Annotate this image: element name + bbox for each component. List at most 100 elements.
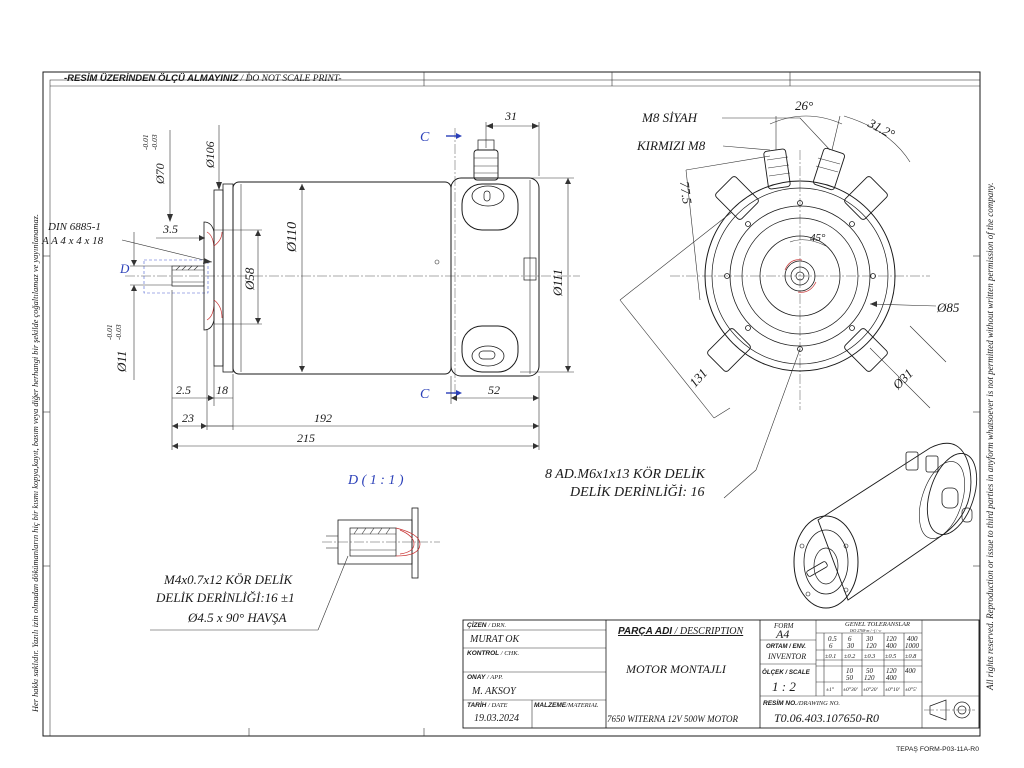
svg-text:±1°: ±1° [826,686,835,693]
detail-note-line1: M4x0.7x12 KÖR DELİK [163,572,294,587]
hole-note-line1: 8 AD.M6x1x13 KÖR DELİK [545,465,706,482]
terminal-boss-bottom [461,325,519,373]
svg-text:30: 30 [865,635,874,643]
tol-row-5: 50 120 400 [846,674,897,682]
dim-77-5: 77.5 [677,180,695,205]
dim-215: 215 [297,431,315,445]
svg-text:400: 400 [886,642,897,650]
description-bottom: 7650 WITERNA 12V 500W MOTOR [607,714,739,724]
tol-row-2: 6 30 120 400 1000 [829,642,920,650]
form-label: FORM [773,622,795,630]
terminal-stud-red [763,148,791,190]
svg-text:6: 6 [848,635,852,643]
drawn-label: ÇİZEN / DRN. [467,621,507,629]
dim-192: 192 [314,411,332,425]
env-value: INVENTOR [767,652,806,661]
tol-grid [816,620,923,696]
svg-text:50: 50 [866,667,874,675]
drawing-no-value: T0.06.403.107650-R0 [774,711,879,725]
front-flange-plate [213,189,224,367]
svg-text:10: 10 [846,667,854,675]
angle-26: 26° [795,98,813,113]
label-m8-black: M8 SİYAH [641,110,698,125]
left-copyright-note: Her hakkı saklıdır. Yazılı izin olmadan … [31,214,40,713]
approve-value: M. AKSOY [471,686,517,697]
tol-row-6: ±1° ±0°30' ±0°20' ±0°10' ±0°5' [826,686,918,693]
svg-text:±0.5: ±0.5 [885,653,896,660]
svg-text:120: 120 [866,642,877,650]
drawn-value: MURAT OK [469,634,521,645]
dim-18: 18 [216,383,228,397]
svg-text:0.5: 0.5 [828,635,837,643]
date-value: 19.03.2024 [474,713,519,724]
svg-text:50: 50 [846,674,854,682]
part-value: MOTOR MONTAJLI [625,662,727,676]
dim-d70-tol-upper: -0.01 [141,134,150,150]
dim-2-5: 2.5 [176,383,191,397]
right-copyright-note: All rights reserved. Reproduction or iss… [985,183,995,691]
terminal-boss-top [461,183,519,231]
motor-end-view: 26° 31.2° 45° 77.5 131 Ø85 Ø31 M8 SİYAH … [545,98,960,500]
scale-label: ÖLÇEK / SCALE [762,669,811,676]
svg-text:±0.1: ±0.1 [825,653,836,660]
dim-23: 23 [182,411,194,425]
dim-d70: Ø70 [153,163,167,185]
isometric-view [793,442,978,609]
dim-d58: Ø58 [242,267,257,291]
svg-text:120: 120 [864,674,875,682]
key-note-line2: A A 4 x 4 x 18 [41,235,104,247]
form-value: A4 [775,627,789,641]
top-note-do-not-scale: -RESİM ÜZERİNDEN ÖLÇÜ ALMAYINIZ / DO NOT… [64,73,342,84]
date-label: TARİH / DATE [467,701,507,709]
detail-title: D ( 1 : 1 ) [347,473,404,488]
detail-marker: D [119,261,130,276]
tol-row-4: 10 50 120 400 [846,667,916,675]
section-marker-bottom: C [420,387,430,402]
terminal-stud-top [473,149,499,181]
dim-3-5: 3.5 [162,222,178,236]
form-code: TEPAŞ FORM-P03-11A-R0 [896,746,979,753]
angle-45: 45° [810,232,826,244]
dim-d110: Ø110 [285,222,300,253]
svg-text:±0.3: ±0.3 [864,653,875,660]
sheet-frame [42,71,981,737]
svg-text:120: 120 [886,635,897,643]
control-label: KONTROL / CHK. [467,650,520,657]
dim-31: 31 [504,109,517,123]
svg-text:±0°20': ±0°20' [863,686,878,693]
rear-end-cap [450,177,540,377]
svg-text:1000: 1000 [905,642,920,650]
end-cap-outer [704,180,896,372]
section-marker-top: C [420,130,430,145]
shaft-hidden-outline [143,259,209,294]
svg-text:±0°10': ±0°10' [885,686,900,693]
angle-31-2: 31.2° [865,115,898,142]
dim-d31: Ø31 [889,366,916,393]
approve-label: ONAY / APP. [467,674,503,681]
dim-d70-tol-lower: -0.03 [150,134,159,150]
label-m8-red: KIRMIZI M8 [636,138,706,153]
tol-title: GENEL TOLERANSLAR [845,621,910,628]
projection-symbol-icon [924,699,975,721]
svg-text:6: 6 [829,642,833,650]
hole-note-line2: DELİK DERİNLİĞİ: 16 [569,483,705,500]
svg-text:±0.2: ±0.2 [844,653,856,660]
tol-sub: ISO 2768-m / -f / -c [849,628,881,633]
svg-text:120: 120 [886,667,897,675]
motor-front-view: C C D Ø70 -0.01 -0.03 Ø106 31 Ø110 Ø58 [41,109,580,450]
dim-d106: Ø106 [203,141,217,169]
svg-text:400: 400 [905,667,916,675]
material-label: MALZEME/MATERIAL [534,702,599,709]
svg-text:400: 400 [907,635,918,643]
terminal-stud-black [812,147,846,191]
env-label: ORTAM / ENV. [766,644,806,650]
svg-text:±0°30': ±0°30' [843,686,858,693]
dim-d85: Ø85 [936,300,960,315]
detail-note-line2: DELİK DERİNLİĞİ:16 ±1 [155,590,295,605]
svg-text:400: 400 [886,674,897,682]
dim-131: 131 [686,365,710,390]
svg-text:±0°5': ±0°5' [905,686,918,693]
part-label: PARÇA ADI / DESCRIPTION [618,626,745,637]
dim-d11-tol-lower: -0.03 [114,324,123,340]
